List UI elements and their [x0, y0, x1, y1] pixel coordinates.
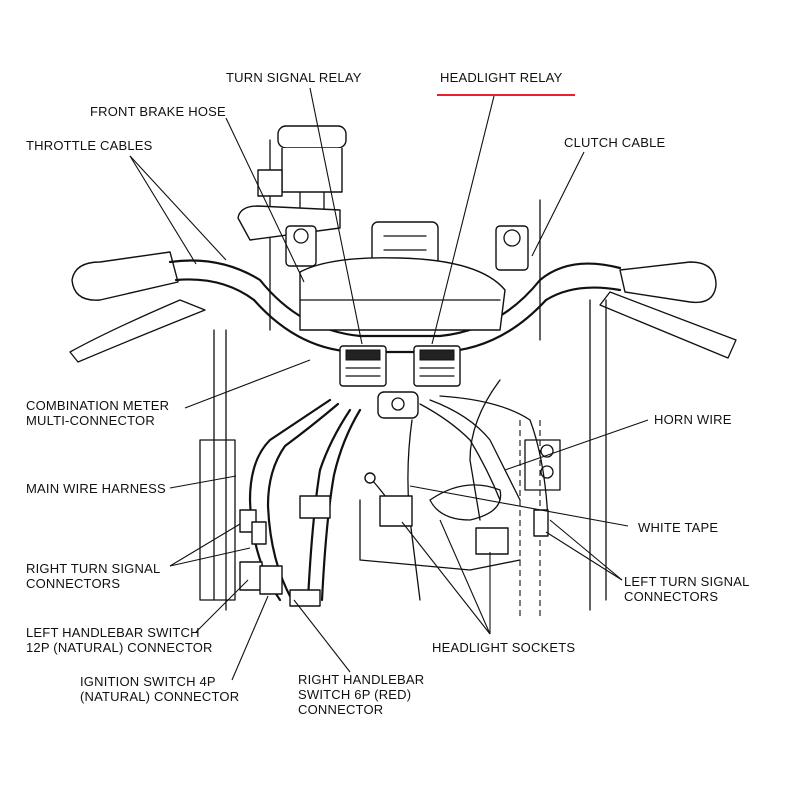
- label-throttle-cables: THROTTLE CABLES: [26, 138, 153, 153]
- label-combination-meter: COMBINATION METER MULTI-CONNECTOR: [26, 398, 170, 428]
- label-right-turn-signal: RIGHT TURN SIGNAL CONNECTORS: [26, 561, 161, 591]
- label-headlight-relay: HEADLIGHT RELAY: [440, 70, 563, 85]
- handlebar: [69, 251, 737, 363]
- highlight-underline: [437, 94, 575, 96]
- master-cylinder: [237, 125, 347, 241]
- wire-harness: [248, 379, 549, 602]
- label-ignition-switch: IGNITION SWITCH 4P (NATURAL) CONNECTOR: [80, 674, 240, 704]
- label-front-brake-hose: FRONT BRAKE HOSE: [90, 104, 226, 119]
- label-horn-wire: HORN WIRE: [654, 412, 732, 427]
- label-turn-signal-relay: TURN SIGNAL RELAY: [226, 70, 362, 85]
- label-left-handlebar-switch: LEFT HANDLEBAR SWITCH 12P (NATURAL) CONN…: [26, 625, 213, 655]
- label-left-turn-signal: LEFT TURN SIGNAL CONNECTORS: [624, 574, 750, 604]
- headlight-relay-body: [413, 345, 461, 387]
- label-main-wire-harness: MAIN WIRE HARNESS: [26, 481, 166, 496]
- connectors: [239, 495, 549, 607]
- turn-signal-relay-body: [339, 345, 387, 387]
- leader-lines: [129, 87, 649, 681]
- label-white-tape: WHITE TAPE: [638, 520, 719, 535]
- center-body: [285, 221, 529, 331]
- label-right-handlebar-switch: RIGHT HANDLEBAR SWITCH 6P (RED) CONNECTO…: [298, 672, 425, 717]
- label-headlight-sockets: HEADLIGHT SOCKETS: [432, 640, 576, 655]
- label-clutch-cable: CLUTCH CABLE: [564, 135, 666, 150]
